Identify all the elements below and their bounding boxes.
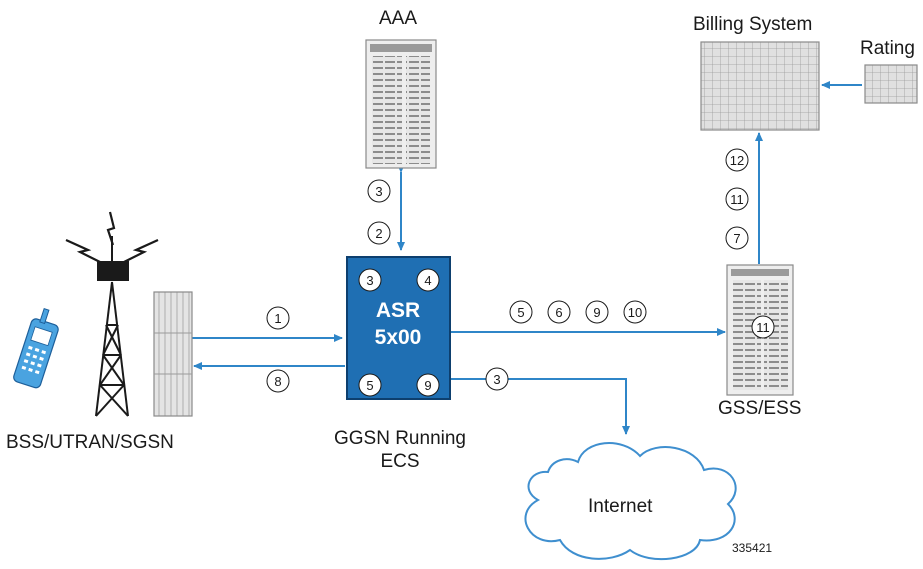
- bss-utran-sgsn-label: BSS/UTRAN/SGSN: [6, 432, 174, 453]
- svg-text:6: 6: [555, 305, 562, 320]
- svg-text:9: 9: [424, 378, 431, 393]
- figure-id: 335421: [732, 541, 773, 555]
- step-marker: 2: [367, 221, 391, 245]
- step-marker: 9: [585, 300, 609, 324]
- radio-tower: [65, 211, 159, 417]
- step-marker: 11: [725, 187, 749, 211]
- svg-text:8: 8: [274, 374, 281, 389]
- step-marker: 3: [358, 268, 382, 292]
- billing-system: [700, 41, 820, 131]
- svg-text:9: 9: [593, 305, 600, 320]
- svg-text:5: 5: [366, 378, 373, 393]
- svg-text:5: 5: [517, 305, 524, 320]
- step-markers: 3 2 3 4 5 9 1 8 5 6 9 10 3 12 11 7 11: [266, 148, 775, 397]
- svg-text:11: 11: [756, 320, 770, 335]
- step-marker: 3: [485, 367, 509, 391]
- internet-label: Internet: [588, 496, 653, 517]
- ggsn-label-line2: ECS: [380, 451, 420, 472]
- asr-label: ASR: [376, 299, 420, 322]
- step-marker: 4: [416, 268, 440, 292]
- svg-text:2: 2: [375, 226, 382, 241]
- step-marker: 1: [266, 306, 290, 330]
- aaa-server: [365, 39, 437, 169]
- mobile-phone-icon: [13, 308, 59, 389]
- gss-ess-server: [726, 264, 794, 396]
- step-marker: 5: [509, 300, 533, 324]
- step-marker: 5: [358, 373, 382, 397]
- svg-text:12: 12: [730, 153, 744, 168]
- svg-text:3: 3: [366, 273, 373, 288]
- step-marker: 11: [751, 315, 775, 339]
- ggsn-label-line1: GGSN Running: [333, 428, 466, 449]
- step-marker: 12: [725, 148, 749, 172]
- svg-text:3: 3: [375, 184, 382, 199]
- svg-text:3: 3: [493, 372, 500, 387]
- step-marker: 8: [266, 369, 290, 393]
- svg-text:1: 1: [274, 311, 281, 326]
- gss-ess-label: GSS/ESS: [718, 398, 802, 419]
- rating-server: [864, 64, 918, 104]
- asr-model-label: 5x00: [375, 326, 422, 349]
- svg-text:10: 10: [628, 305, 642, 320]
- aaa-label: AAA: [379, 8, 418, 29]
- svg-text:11: 11: [730, 192, 744, 207]
- connections: [192, 81, 862, 435]
- internet-cloud: [524, 442, 737, 561]
- sgsn-cabinet: [153, 291, 193, 417]
- step-marker: 10: [623, 300, 647, 324]
- step-marker: 7: [725, 226, 749, 250]
- step-marker: 9: [416, 373, 440, 397]
- step-marker: 6: [547, 300, 571, 324]
- asr-to-internet-arrow: [451, 378, 630, 435]
- svg-text:7: 7: [733, 231, 740, 246]
- billing-system-label: Billing System: [693, 14, 813, 35]
- rating-label: Rating: [860, 38, 915, 59]
- svg-text:4: 4: [424, 273, 431, 288]
- step-marker: 3: [367, 179, 391, 203]
